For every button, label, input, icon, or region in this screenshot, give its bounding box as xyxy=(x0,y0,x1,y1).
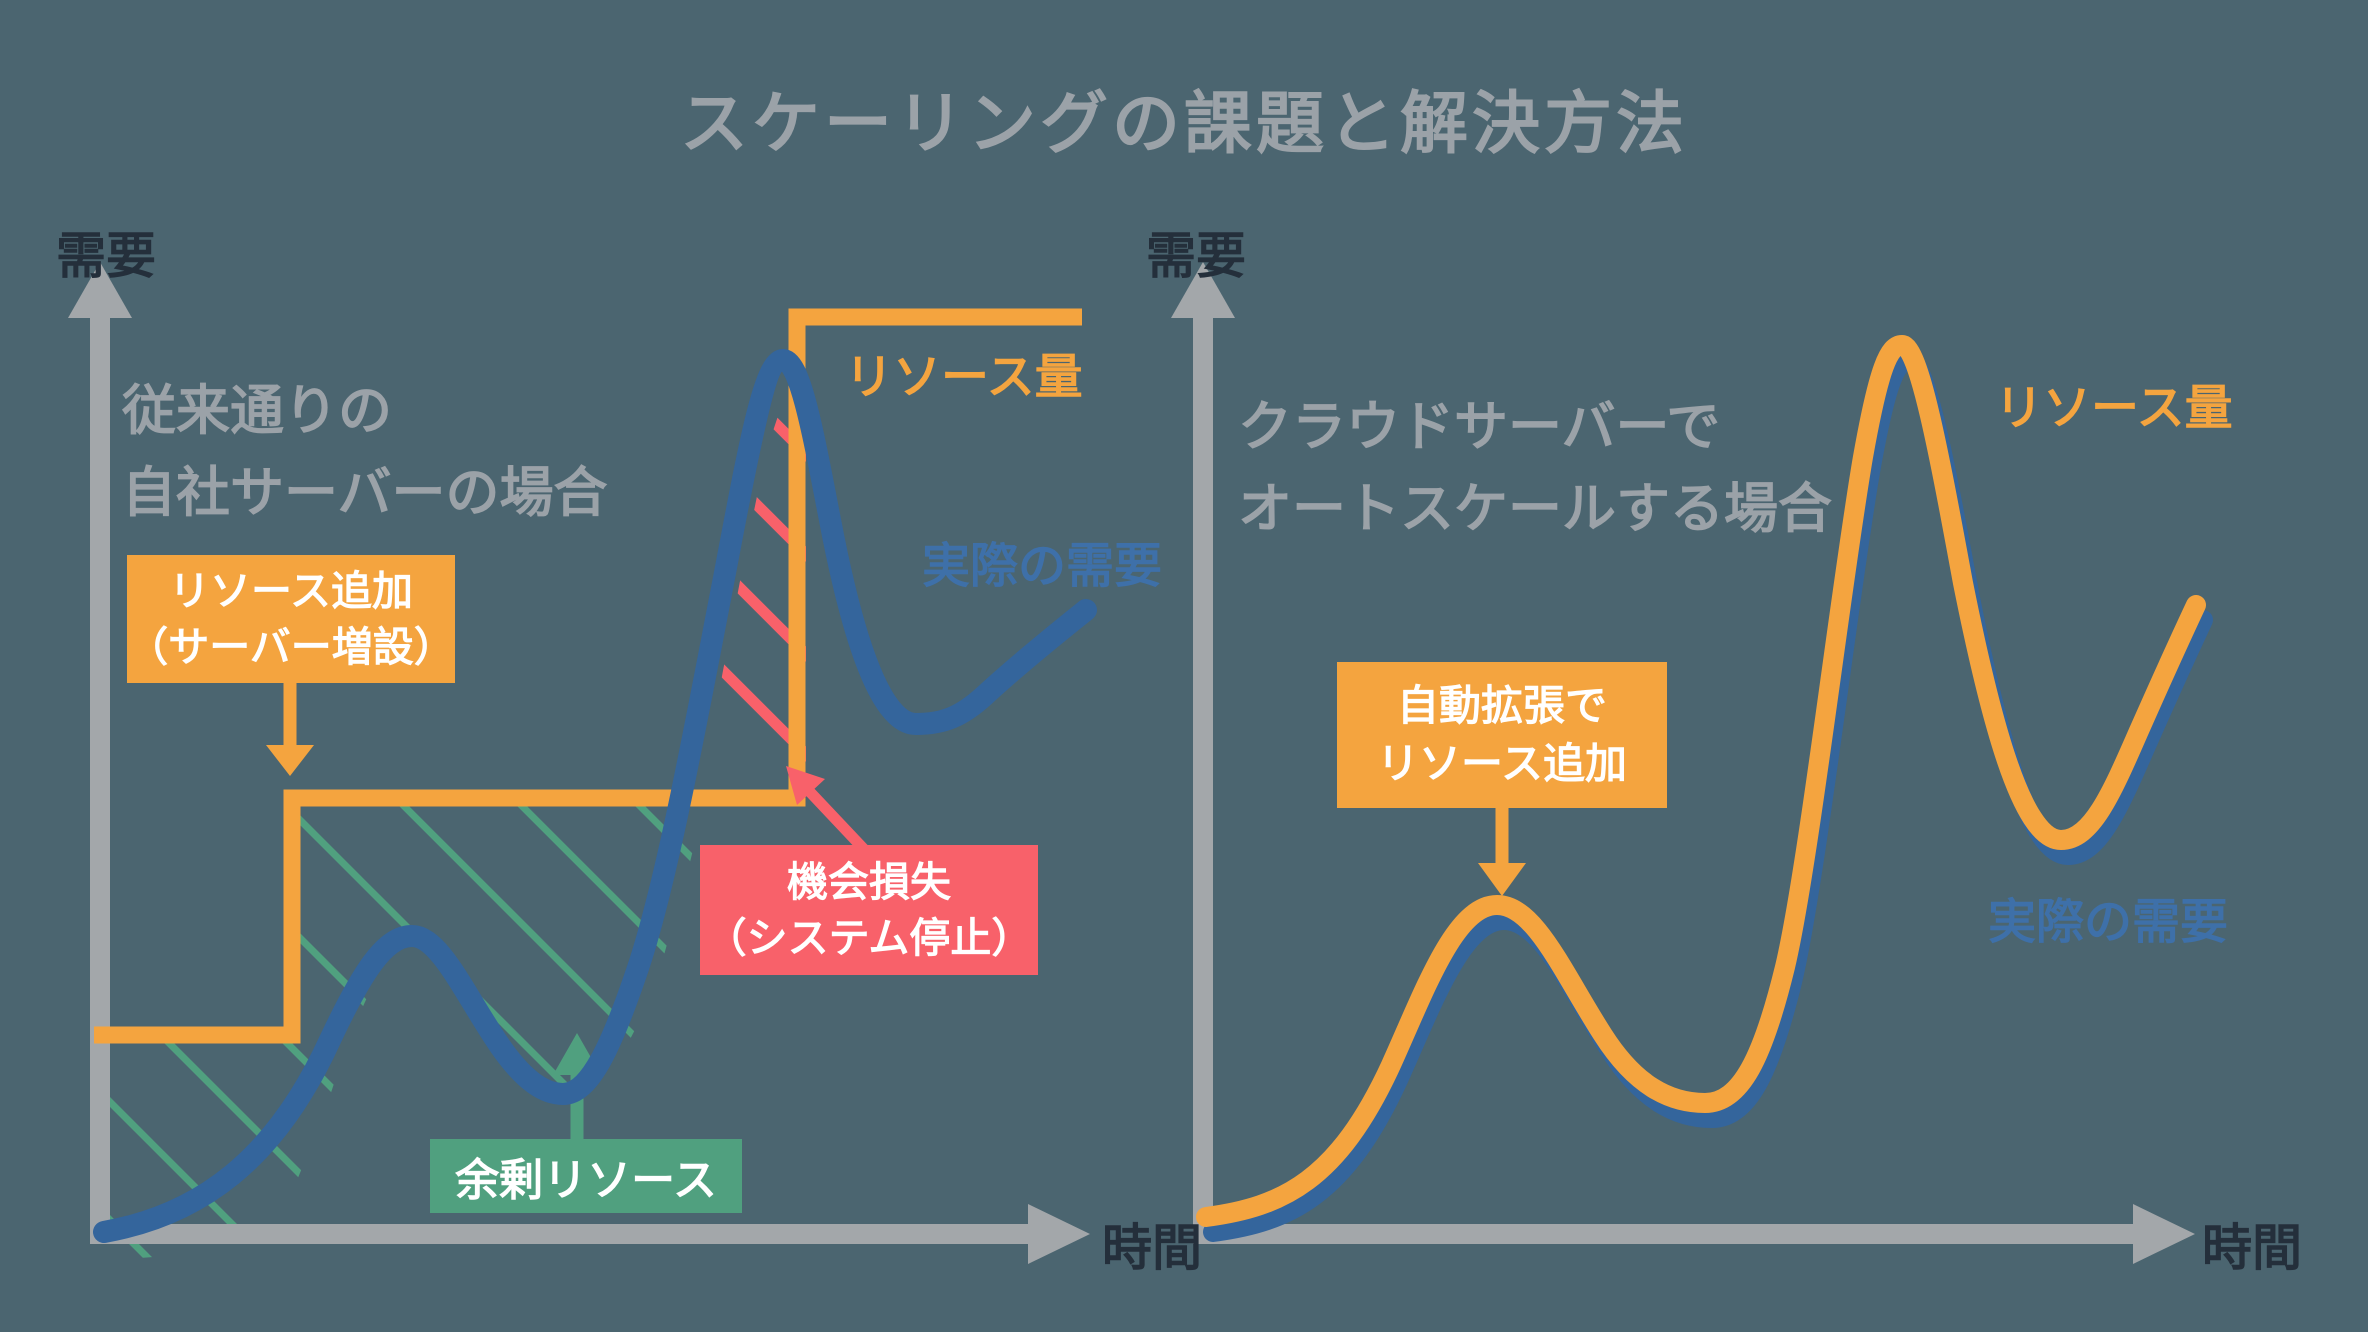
left-subtitle-line1: 従来通りの xyxy=(122,381,392,441)
left-demand-line-label: 実際の需要 xyxy=(922,540,1163,593)
add-resource-arrow xyxy=(266,683,314,776)
left-chart-subtitle: 従来通りの 自社サーバーの場合 xyxy=(122,370,607,534)
right-x-axis-label: 時間 xyxy=(2202,1220,2302,1276)
auto-scale-line1: 自動拡張で xyxy=(1396,682,1607,729)
right-resource-line-label: リソース量 xyxy=(1995,382,2233,435)
right-resource-curve xyxy=(1196,334,2206,1227)
left-resource-line-label: リソース量 xyxy=(845,351,1083,404)
left-subtitle-line2: 自社サーバーの場合 xyxy=(122,463,608,523)
surplus-resource-label: 余剰リソース xyxy=(455,1156,717,1205)
auto-scale-box: 自動拡張で リソース追加 xyxy=(1337,662,1667,808)
opportunity-loss-box: 機会損失 （システム停止） xyxy=(700,845,1038,975)
resource-step-line xyxy=(94,308,1082,1044)
opportunity-loss-line2: （システム停止） xyxy=(705,915,1033,961)
left-demand-curve xyxy=(93,348,1097,1243)
right-chart-subtitle: クラウドサーバーで オートスケールする場合 xyxy=(1238,386,1832,550)
right-subtitle-line1: クラウドサーバーで xyxy=(1238,397,1721,457)
right-subtitle-line2: オートスケールする場合 xyxy=(1238,479,1832,539)
surplus-resource-box: 余剰リソース xyxy=(430,1139,742,1213)
left-x-axis-label: 時間 xyxy=(1102,1220,1202,1276)
right-demand-line-label: 実際の需要 xyxy=(1988,896,2229,949)
auto-scale-arrow xyxy=(1478,808,1526,896)
right-y-axis-label: 需要 xyxy=(1146,228,1246,284)
left-y-axis-label: 需要 xyxy=(56,228,156,284)
add-resource-line2: （サーバー増設） xyxy=(127,624,455,670)
left-x-axis-arrowhead xyxy=(1028,1204,1090,1264)
page-title: スケーリングの課題と解決方法 xyxy=(679,86,1688,162)
add-resource-line1: リソース追加 xyxy=(169,568,413,614)
add-resource-box: リソース追加 （サーバー増設） xyxy=(127,555,455,683)
left-y-axis-arrowhead xyxy=(68,262,132,318)
auto-scale-line2: リソース追加 xyxy=(1377,740,1627,787)
right-y-axis-arrowhead xyxy=(1171,262,1235,318)
opportunity-loss-line1: 機会損失 xyxy=(787,859,951,905)
right-x-axis-arrowhead xyxy=(2133,1204,2195,1264)
